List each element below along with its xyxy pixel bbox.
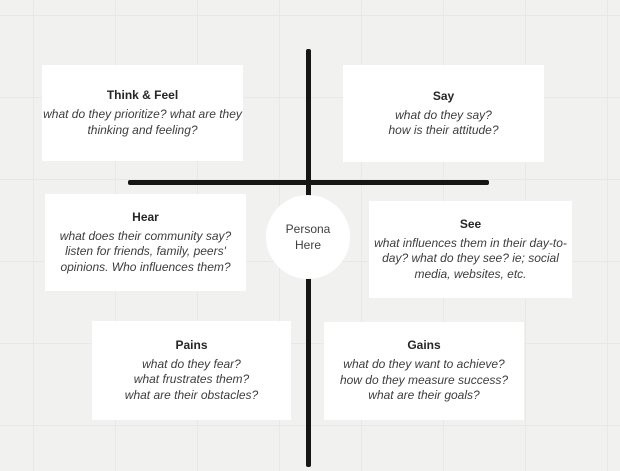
card-body-line: how is their attitude? — [388, 123, 499, 137]
card-body-line: what are their obstacles? — [124, 387, 259, 402]
persona-circle[interactable]: Persona Here — [266, 195, 350, 279]
card-body-line: how do they measure success? — [339, 372, 509, 387]
card-title: See — [459, 216, 482, 231]
card-title: Think & Feel — [106, 88, 179, 102]
card-hear[interactable]: Hear what does their community say? list… — [45, 194, 246, 291]
card-body-line: what does their community say? — [59, 228, 232, 243]
card-pains[interactable]: Pains what do they fear? what frustrates… — [92, 321, 291, 420]
card-body-line: what frustrates them? — [133, 372, 250, 387]
card-see[interactable]: See what influences them in their day-to… — [369, 201, 572, 298]
card-body-line: what influences them in their day-to- — [374, 235, 567, 250]
card-body-line: day? what do they see? ie; social — [382, 251, 559, 266]
card-body-line: what do they fear? — [142, 356, 241, 371]
card-think-feel[interactable]: Think & Feel what do they prioritize? wh… — [42, 65, 243, 161]
card-body-line: media, websites, etc. — [414, 266, 527, 281]
card-body-line: opinions. Who influences them? — [60, 259, 231, 274]
card-body-line: listen for friends, family, peers' — [65, 244, 226, 259]
card-say[interactable]: Say what do they say? how is their attit… — [343, 65, 544, 162]
card-title: Gains — [407, 338, 441, 353]
card-body-line: what do they say? — [395, 107, 492, 122]
card-gains[interactable]: Gains what do they want to achieve? how … — [324, 322, 524, 420]
card-title: Say — [432, 88, 455, 103]
card-body-line: thinking and feeling? — [87, 122, 198, 137]
card-body-line: what are their goals? — [368, 388, 480, 403]
card-title: Pains — [175, 337, 208, 352]
card-body-line: what do they want to achieve? — [343, 357, 505, 372]
persona-label-line1: Persona — [285, 222, 331, 236]
persona-label-line2: Here — [294, 238, 321, 252]
card-body-line: what do they prioritize? what are they — [43, 107, 242, 121]
card-title: Hear — [132, 209, 159, 224]
